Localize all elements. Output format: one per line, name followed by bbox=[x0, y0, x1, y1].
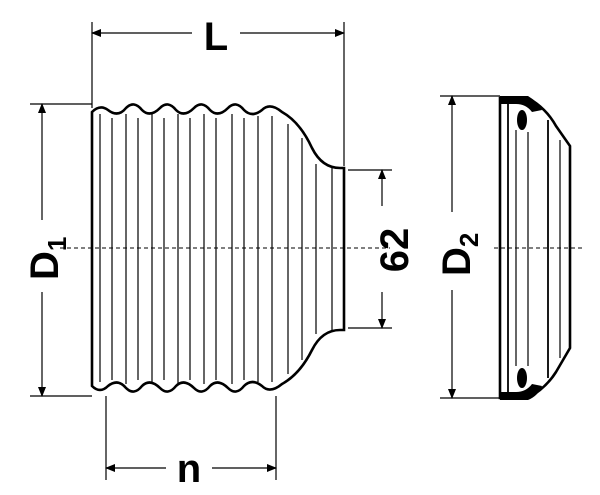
cap-seal-bottom bbox=[517, 368, 527, 388]
bellows-side-view bbox=[60, 103, 390, 393]
neck-diameter-label: 62 bbox=[373, 228, 417, 273]
length-label: L bbox=[204, 15, 228, 59]
cap-rim-bottom bbox=[500, 384, 542, 400]
cap-rim-top bbox=[500, 96, 542, 112]
bellows-outline bbox=[90, 103, 346, 393]
d1-subscript: 1 bbox=[42, 237, 72, 251]
svg-text:D1: D1 bbox=[23, 237, 72, 280]
dimension-d1: D1 bbox=[23, 103, 92, 397]
d2-label: D bbox=[435, 247, 479, 276]
d2-subscript: 2 bbox=[454, 233, 484, 247]
dimension-convolution-span: n bbox=[105, 396, 277, 491]
end-cap-side-view bbox=[494, 96, 584, 400]
dimension-length: L bbox=[91, 15, 345, 166]
dimension-d2: D2 bbox=[435, 95, 500, 399]
cap-seal-top bbox=[517, 110, 527, 130]
bellows-ribs bbox=[99, 114, 333, 384]
convolution-span-label: n bbox=[177, 447, 201, 491]
d1-label: D bbox=[23, 251, 67, 280]
svg-text:D2: D2 bbox=[435, 233, 484, 276]
dimension-neck: 62 bbox=[348, 169, 417, 329]
